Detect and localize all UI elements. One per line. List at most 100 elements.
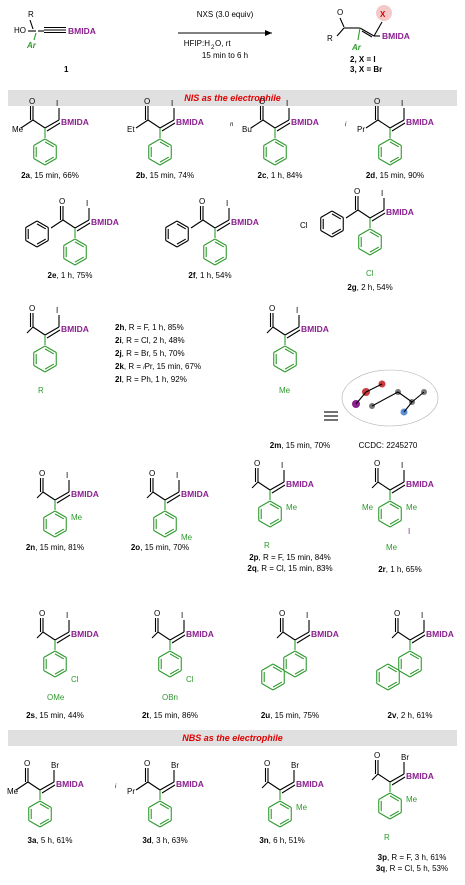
- bond: [33, 158, 46, 166]
- bond: [44, 363, 55, 370]
- bond: [389, 156, 400, 163]
- bond: [257, 481, 271, 491]
- bond: [272, 681, 283, 688]
- bond: [28, 800, 41, 808]
- compound-id: 3p: [378, 853, 387, 862]
- bond: [43, 650, 56, 658]
- compound-caption: 2f, 1 h, 54%: [188, 271, 231, 280]
- bond: [148, 820, 161, 828]
- bond: [279, 803, 290, 810]
- bond: [25, 240, 38, 248]
- time-text: 15 min to 6 h: [202, 51, 248, 60]
- bmida-label: BMIDA: [311, 629, 339, 639]
- compound-id: 2d: [366, 171, 375, 180]
- bond: [389, 141, 400, 148]
- bond: [376, 683, 389, 691]
- bond: [377, 481, 391, 491]
- bond: [269, 503, 280, 510]
- compound-id: 2a: [21, 171, 30, 180]
- compound-caption: 2e, 1 h, 75%: [48, 271, 93, 280]
- bond: [387, 683, 400, 691]
- bond: [176, 240, 189, 248]
- compound-caption: 2d, 15 min, 90%: [366, 171, 424, 180]
- r-group-label: Me: [7, 787, 19, 796]
- bond: [135, 781, 149, 791]
- bond: [44, 141, 55, 148]
- bond: [33, 365, 46, 373]
- bond: [43, 670, 56, 678]
- r-group-label: Bu: [242, 125, 252, 134]
- bmida-label: BMIDA: [91, 217, 119, 227]
- carbonyl-o-label: O: [264, 759, 270, 768]
- bond: [391, 484, 406, 494]
- carbonyl-o-label: O: [354, 187, 360, 196]
- bond: [369, 231, 380, 238]
- bond: [371, 212, 386, 222]
- bond: [54, 528, 65, 535]
- bmida-label: BMIDA: [61, 324, 89, 334]
- reaction-arrow: NXS (3.0 equiv) HFIP:H 2 O, rt 15 min to…: [178, 10, 272, 60]
- compound-caption: 3a, 5 h, 61%: [28, 836, 73, 845]
- bond: [268, 820, 281, 828]
- series-entry: 2k, R = iPr, 15 min, 67%: [115, 362, 201, 371]
- bond: [284, 348, 295, 355]
- bond: [389, 792, 402, 800]
- compound-conditions: , R = Ph, 1 h, 92%: [122, 375, 187, 384]
- halogen-label: I: [66, 611, 68, 620]
- bond: [43, 530, 56, 538]
- bond: [284, 365, 297, 373]
- bmida-label: BMIDA: [186, 629, 214, 639]
- bond: [159, 803, 170, 810]
- compound-caption: 3q, R = Cl, 5 h, 53%: [376, 864, 448, 873]
- bond: [261, 663, 274, 671]
- bond: [36, 223, 47, 230]
- bond: [389, 520, 402, 528]
- compound-conditions: , 6 h, 51%: [269, 836, 305, 845]
- bond: [398, 670, 411, 678]
- bond: [377, 773, 391, 783]
- bond: [157, 631, 171, 641]
- bmida-label: BMIDA: [176, 779, 204, 789]
- carbonyl-o-label: O: [374, 751, 380, 760]
- bond: [378, 158, 391, 166]
- compound-conditions: , 3 h, 63%: [152, 836, 188, 845]
- bond: [345, 209, 359, 219]
- bond: [158, 670, 171, 678]
- compound-conditions: , R = F, 15 min, 84%: [259, 553, 331, 562]
- product-bmida-label: BMIDA: [382, 31, 410, 41]
- bond: [276, 631, 284, 639]
- bond: [176, 220, 189, 228]
- bond: [369, 246, 380, 253]
- bond: [283, 650, 296, 658]
- bond: [279, 818, 290, 825]
- bond: [54, 510, 67, 518]
- compound-caption: 2a, 15 min, 66%: [21, 171, 79, 180]
- bond: [54, 670, 67, 678]
- bond: [165, 240, 178, 248]
- bond: [33, 138, 46, 146]
- bond: [161, 784, 176, 794]
- bond: [28, 820, 41, 828]
- compound-id: 2l: [115, 375, 122, 384]
- compound-id: 2e: [48, 271, 57, 280]
- bond: [389, 138, 402, 146]
- bond: [250, 119, 264, 129]
- product-x-label: X: [380, 10, 386, 19]
- bond: [135, 119, 149, 129]
- compound-id: 2i: [115, 336, 122, 345]
- reagent-text: NXS (3.0 equiv): [197, 10, 254, 19]
- compound-conditions: , 15 min, 70%: [140, 543, 189, 552]
- bond: [214, 256, 225, 263]
- nis-section-banner: NIS as the electrophile: [8, 90, 457, 106]
- compound-id: 2t: [142, 711, 149, 720]
- bond: [286, 329, 301, 339]
- bond: [203, 238, 216, 246]
- compound-caption: 2t, 15 min, 86%: [142, 711, 198, 720]
- bond: [371, 481, 379, 489]
